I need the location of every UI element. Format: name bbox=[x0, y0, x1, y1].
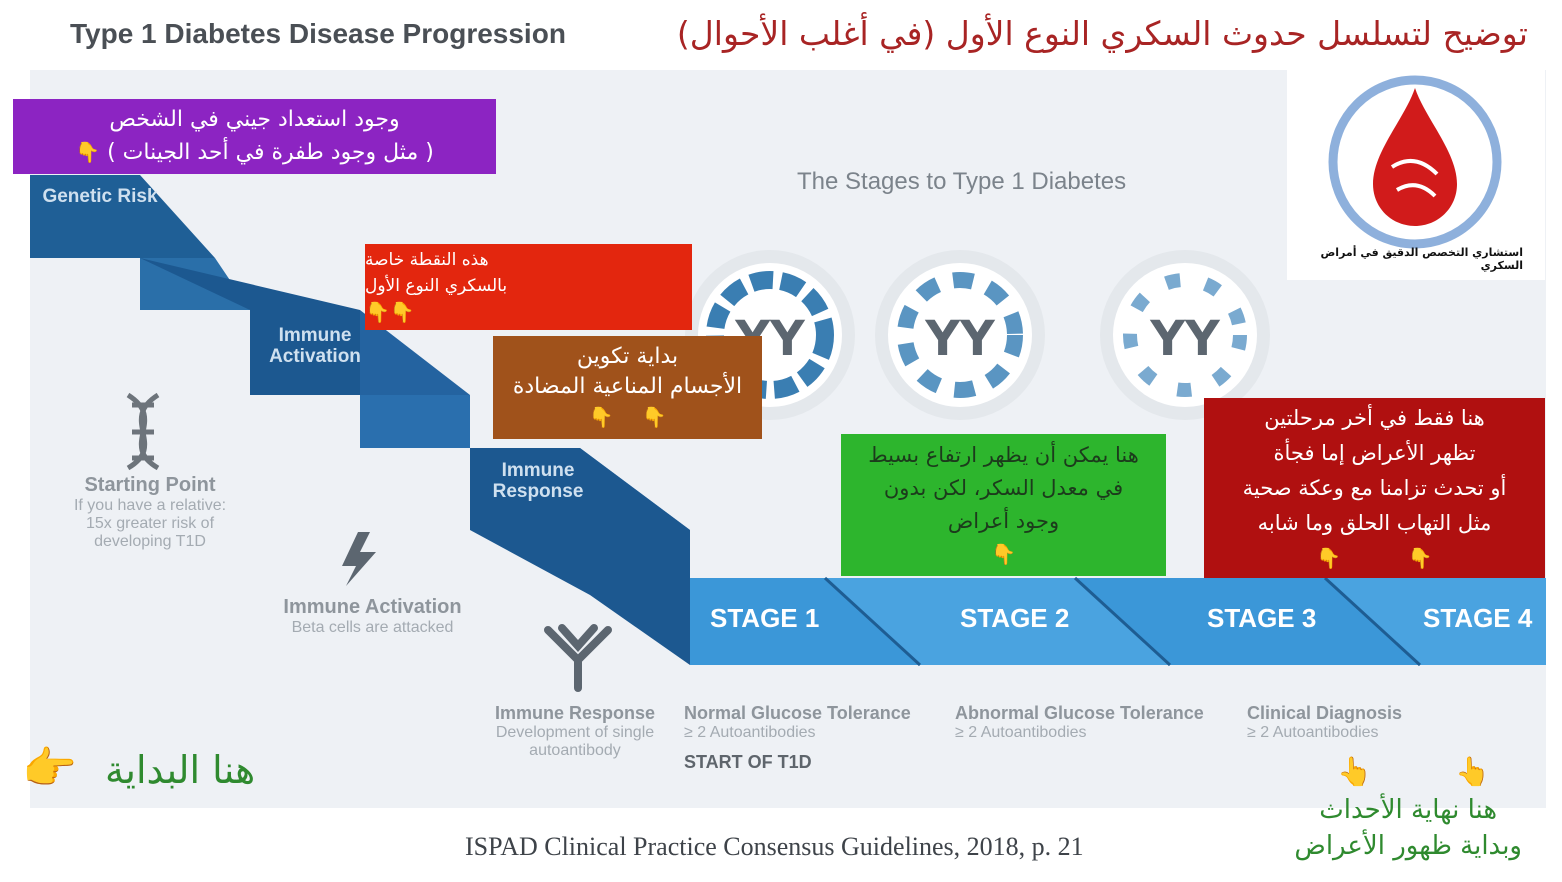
stage-1-label: STAGE 1 bbox=[710, 603, 820, 633]
annotation-stage2-line3: وجود أعراض bbox=[947, 509, 1060, 533]
end-note-line1: هنا نهاية الأحداث bbox=[1319, 795, 1498, 825]
point-down-emoji: 👇 bbox=[991, 542, 1016, 566]
diagram-subtitle: The Stages to Type 1 Diabetes bbox=[797, 168, 1127, 195]
citation: ISPAD Clinical Practice Consensus Guidel… bbox=[465, 832, 1084, 861]
blood-drop-logo bbox=[1328, 75, 1502, 249]
step-label-immune-response: Immune Response bbox=[492, 460, 584, 502]
immune-activation-legend-title: Immune Activation bbox=[283, 596, 462, 618]
immune-response-legend-title: Immune Response bbox=[494, 703, 656, 723]
stage-2-info: Abnormal Glucose Tolerance ≥ 2 Autoantib… bbox=[955, 703, 1204, 742]
antibody-icon bbox=[544, 624, 612, 692]
annotation-symptoms: هنا فقط في أخر مرحلتين تظهر الأعراض إما … bbox=[1204, 398, 1545, 578]
point-right-emoji: 👉 bbox=[22, 743, 77, 794]
point-down-emoji: 👇 bbox=[641, 405, 667, 429]
immune-response-legend: Immune Response Development of single au… bbox=[475, 703, 675, 760]
stage-1-info-title: Normal Glucose Tolerance bbox=[684, 703, 911, 723]
stage-2-shade bbox=[825, 578, 1170, 665]
point-down-emoji: 👇 bbox=[389, 300, 415, 324]
point-down-emoji: 👇 bbox=[75, 140, 101, 164]
svg-text:YY: YY bbox=[1149, 311, 1221, 367]
stage-1-info: Normal Glucose Tolerance ≥ 2 Autoantibod… bbox=[684, 703, 911, 773]
stage-3-info-sub: ≥ 2 Autoantibodies bbox=[1247, 724, 1379, 741]
starting-point-title: Starting Point bbox=[84, 474, 216, 496]
stage-1-info-sub: ≥ 2 Autoantibodies bbox=[684, 724, 816, 741]
annotation-type1-line2: بالسكري النوع الأول bbox=[365, 276, 508, 296]
stage-3-info-title: Clinical Diagnosis bbox=[1247, 703, 1403, 723]
point-up-emoji: 👆 bbox=[1337, 755, 1372, 788]
stair-step-4 bbox=[470, 448, 690, 665]
annotation-genetic: وجود استعداد جيني في الشخص ( مثل وجود طف… bbox=[13, 99, 496, 174]
annotation-symptoms-line1: هنا فقط في أخر مرحلتين bbox=[1264, 405, 1485, 430]
starting-point-line1: If you have a relative: bbox=[73, 497, 227, 514]
annotation-type1-line1: هذه النقطة خاصة bbox=[365, 250, 489, 270]
immune-activation-legend: Immune Activation Beta cells are attacke… bbox=[265, 596, 480, 637]
annotation-genetic-line2: ( مثل وجود طفرة في أحد الجينات ) bbox=[107, 140, 434, 165]
svg-text:YY: YY bbox=[924, 311, 996, 367]
annotation-genetic-line1: وجود استعداد جيني في الشخص bbox=[109, 107, 400, 132]
logo-card: استشاري التخصص الدقيق في أمراض السكري bbox=[1287, 62, 1545, 280]
title-arabic: توضيح لتسلسل حدوث السكري النوع الأول (في… bbox=[676, 14, 1528, 53]
annotation-symptoms-line4: مثل التهاب الحلق وما شابه bbox=[1257, 510, 1492, 535]
annotation-type1-specific: هذه النقطة خاصة بالسكري النوع الأول 👇👇 bbox=[365, 244, 692, 330]
annotation-stage2-line1: هنا يمكن أن يظهر ارتفاع بسيط bbox=[868, 443, 1139, 467]
beta-cell-circle-2: YY bbox=[875, 250, 1045, 420]
starting-point-line2: 15x greater risk of bbox=[85, 515, 215, 532]
point-down-emoji: 👇 bbox=[365, 300, 390, 324]
annotation-stage2-line2: في معدل السكر، لكن بدون bbox=[883, 476, 1124, 500]
starting-point-legend: Starting Point If you have a relative: 1… bbox=[55, 474, 245, 551]
beta-cell-circle-3: YY bbox=[1100, 250, 1270, 420]
point-up-emoji: 👆 bbox=[1455, 755, 1490, 788]
immune-activation-legend-sub: Beta cells are attacked bbox=[291, 619, 454, 636]
annotation-antibodies-line1: بداية تكوين bbox=[576, 344, 679, 369]
title-english: Type 1 Diabetes Disease Progression bbox=[70, 18, 566, 49]
lightning-icon bbox=[342, 532, 376, 586]
logo-caption: استشاري التخصص الدقيق في أمراض السكري bbox=[1320, 246, 1524, 272]
stage-3-label: STAGE 3 bbox=[1207, 603, 1317, 633]
stage-2-info-sub: ≥ 2 Autoantibodies bbox=[955, 724, 1087, 741]
end-note: هنا نهاية الأحداث وبداية ظهور الأعراض bbox=[1294, 792, 1522, 864]
point-down-emoji: 👇 bbox=[588, 405, 614, 429]
immune-response-legend-line2: autoantibody bbox=[529, 742, 621, 759]
step-label-genetic-risk: Genetic Risk bbox=[42, 186, 158, 207]
annotation-symptoms-line3: أو تحدث تزامنا مع وعكة صحية bbox=[1242, 475, 1507, 500]
stair-step-2-riser bbox=[140, 258, 360, 395]
annotation-stage2: هنا يمكن أن يظهر ارتفاع بسيط في معدل الس… bbox=[841, 434, 1166, 576]
annotation-antibodies: بداية تكوين الأجسام المناعية المضادة 👇 👇 bbox=[493, 336, 762, 439]
end-note-line2: وبداية ظهور الأعراض bbox=[1294, 831, 1522, 861]
dna-icon bbox=[126, 392, 160, 471]
starting-point-line3: developing T1D bbox=[94, 533, 206, 550]
start-here-label: هنا البداية bbox=[105, 748, 256, 792]
stage-2-label: STAGE 2 bbox=[960, 603, 1070, 633]
step-label-immune-activation: Immune Activation bbox=[269, 325, 361, 367]
point-down-emoji: 👇 bbox=[1316, 545, 1342, 570]
immune-response-legend-line1: Development of single bbox=[495, 724, 655, 741]
stage-1-info-extra: START OF T1D bbox=[684, 752, 812, 772]
annotation-symptoms-line2: تظهر الأعراض إما فجأة bbox=[1273, 440, 1476, 465]
stage-4-label: STAGE 4 bbox=[1423, 603, 1533, 633]
annotation-antibodies-line2: الأجسام المناعية المضادة bbox=[512, 374, 743, 399]
stair-step-1 bbox=[30, 175, 215, 258]
stage-2-info-title: Abnormal Glucose Tolerance bbox=[955, 703, 1204, 723]
stage-3-info: Clinical Diagnosis ≥ 2 Autoantibodies bbox=[1247, 703, 1402, 742]
stage-4-shade bbox=[1325, 578, 1546, 665]
point-down-emoji: 👇 bbox=[1407, 545, 1433, 570]
